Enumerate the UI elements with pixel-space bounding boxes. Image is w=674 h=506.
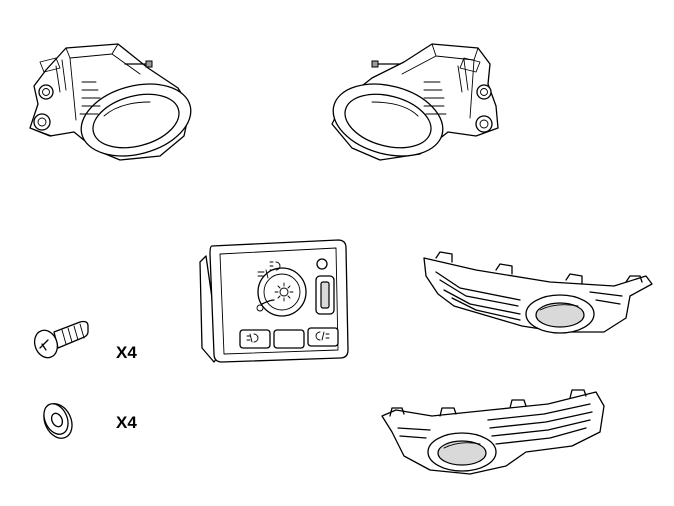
light-switch-panel-icon (199, 239, 349, 363)
bumper-grille-upper-icon (423, 251, 653, 334)
screw-icon (33, 320, 89, 359)
fog-lamp-right-icon (331, 43, 499, 161)
washer-quantity-label: X4 (116, 413, 137, 432)
screw-quantity-label: X4 (116, 343, 137, 362)
washer-icon (43, 403, 73, 439)
fog-lamp-left-icon (29, 43, 192, 161)
bumper-grille-lower-icon (381, 389, 605, 475)
